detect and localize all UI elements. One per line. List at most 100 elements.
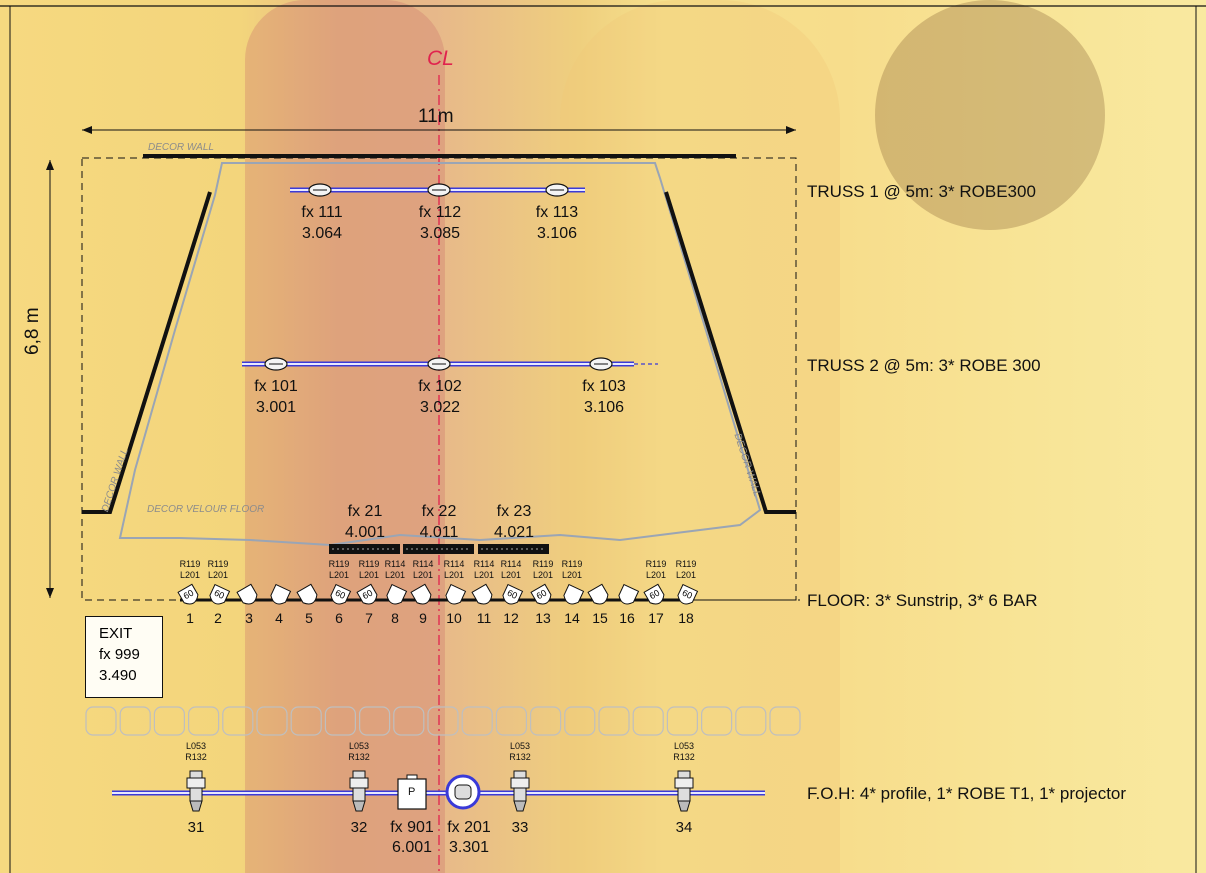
lamp-type-label: 60	[681, 588, 694, 601]
truss1-fx-name: fx 111	[301, 204, 343, 221]
moving-head-icon	[589, 357, 613, 371]
exit-sign-box: EXIT fx 999 3.490	[85, 616, 163, 698]
seat-outline	[495, 706, 527, 736]
foh-channel-number: 33	[511, 819, 529, 836]
truss1-fx-addr: 3.106	[536, 225, 578, 242]
seat-outline	[427, 706, 459, 736]
seat-outline	[769, 706, 801, 736]
floor-channel-number: 11	[476, 610, 492, 626]
seat-outline	[564, 706, 596, 736]
lamp-type-label: 60	[182, 588, 196, 602]
exit-line: fx 999	[99, 646, 140, 663]
seat-outline	[598, 706, 630, 736]
seat-outline	[461, 706, 493, 736]
lamp-type-label: 60	[535, 588, 549, 602]
seat-outline	[700, 706, 733, 736]
sunstrip-addr: 4.001	[344, 524, 386, 541]
seat-outline	[85, 706, 117, 736]
floor-channel-number: 5	[305, 610, 313, 626]
floor-lamp-icon: 60	[330, 583, 352, 605]
projector-lens	[406, 774, 418, 780]
floor-lamp-icon	[410, 583, 432, 605]
sunstrip-22	[403, 544, 474, 554]
profile-spot-icon	[186, 770, 206, 812]
seat-outline	[359, 706, 391, 736]
truss1-fx-addr: 3.085	[419, 225, 461, 242]
floor-lamp-icon: 60	[356, 583, 378, 605]
seat-outline	[188, 706, 220, 736]
robe-t1-name: fx 201	[447, 819, 491, 836]
seat-outline	[666, 706, 699, 736]
arrow-down-icon	[46, 588, 54, 598]
profile-spot-icon	[349, 770, 369, 812]
floor-lamp-icon	[296, 583, 318, 605]
floor-lamp-icon: 60	[177, 583, 199, 605]
profile-spot-icon	[674, 770, 694, 812]
depth-dimension-label: 6,8 m	[22, 307, 43, 355]
background-figure-left	[245, 0, 445, 873]
truss1-fx-name: fx 113	[535, 204, 579, 221]
sunstrip-23	[478, 544, 549, 554]
lamp-type-label: 60	[213, 588, 226, 601]
truss1-fx-addr: 3.064	[301, 225, 343, 242]
sunstrip-name: fx 22	[421, 503, 457, 520]
floor-lamp-icon	[445, 583, 467, 605]
floor-channel-number: 9	[419, 610, 427, 626]
center-line-label: CL	[427, 47, 454, 70]
floor-channel-number: 18	[678, 610, 694, 626]
floor-channel-number: 14	[564, 610, 580, 626]
projector-addr: 6.001	[391, 839, 433, 856]
floor-channel-number: 7	[365, 610, 373, 626]
seat-outline	[222, 706, 254, 736]
projector-symbol: P	[408, 786, 416, 798]
profile-spot-icon	[510, 770, 530, 812]
truss2-fx-name: fx 102	[418, 378, 462, 395]
floor-lamp-icon	[386, 583, 408, 605]
seat-outline	[632, 706, 664, 736]
floor-lamp-icon: 60	[209, 583, 231, 605]
arrow-left-icon	[82, 126, 92, 134]
seat-outline	[324, 706, 356, 736]
truss1-label: TRUSS 1 @ 5m: 3* ROBE300	[807, 182, 1036, 201]
truss2-fx-name: fx 103	[582, 378, 626, 395]
exit-line: EXIT	[99, 625, 133, 642]
truss2-fx-addr: 3.106	[583, 399, 625, 416]
moving-head-icon	[427, 183, 451, 197]
lamp-type-label: 60	[648, 588, 662, 602]
projector-name: fx 901	[390, 819, 434, 836]
floor-lamp-icon	[471, 583, 493, 605]
truss2-fx-addr: 3.022	[419, 399, 461, 416]
floor-channel-number: 2	[214, 610, 222, 626]
robe-t1-addr: 3.301	[448, 839, 490, 856]
truss2-fx-addr: 3.001	[255, 399, 297, 416]
seat-outline	[256, 706, 288, 736]
sunstrip-name: fx 23	[496, 503, 532, 520]
moving-head-icon	[308, 183, 332, 197]
seat-outline	[529, 706, 562, 736]
floor-channel-number: 16	[619, 610, 635, 626]
seat-outline	[153, 706, 185, 736]
sunstrip-addr: 4.011	[419, 524, 459, 541]
floor-channel-number: 10	[446, 610, 462, 626]
background-hair	[875, 0, 1105, 230]
floor-lamp-icon: 60	[502, 583, 524, 605]
audience-seating	[85, 706, 801, 736]
truss1-fx-name: fx 112	[418, 204, 462, 221]
arrow-up-icon	[46, 160, 54, 170]
